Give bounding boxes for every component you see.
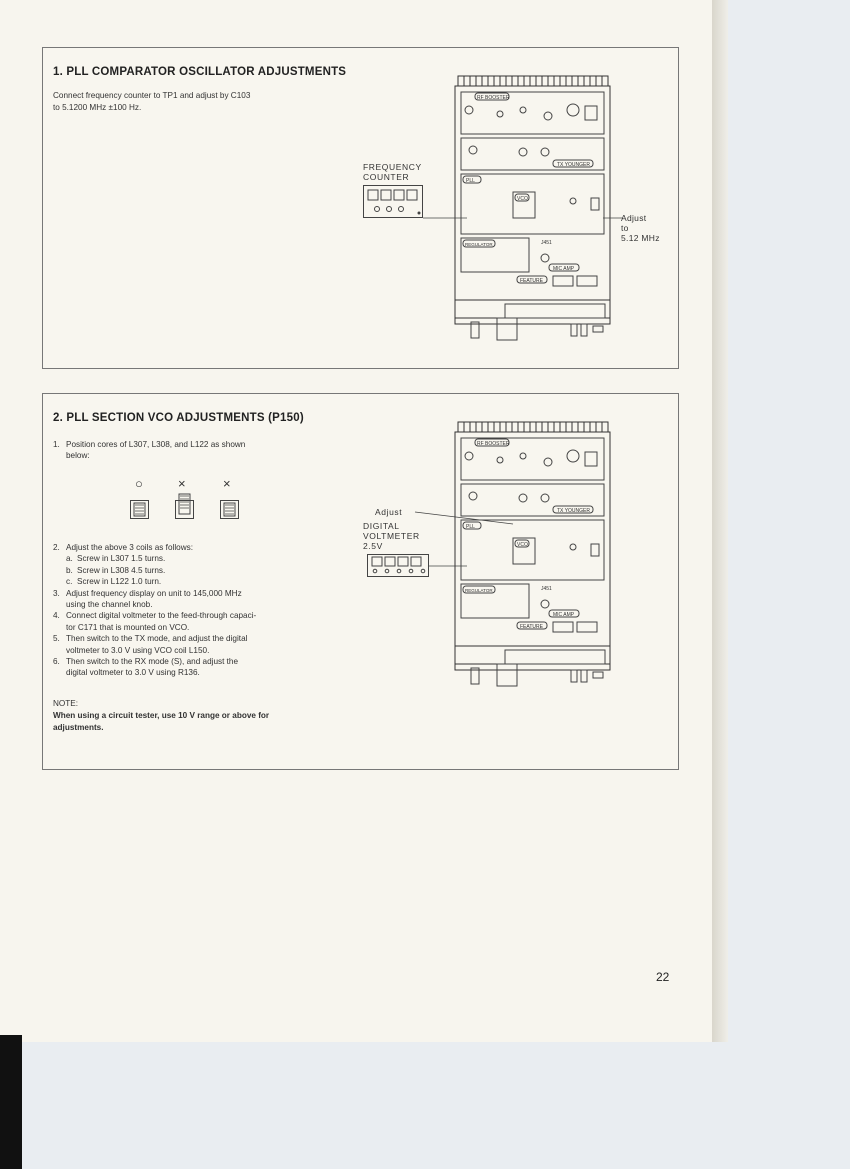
- section-title: 1. PLL COMPARATOR OSCILLATOR ADJUSTMENTS: [53, 66, 347, 78]
- transceiver-board-diagram: RF BOOSTER TX YOUNGER PLL VCO REGULATOR …: [454, 75, 623, 341]
- step-3: 3. Adjust frequency display on unit to 1…: [53, 588, 338, 611]
- body-line: Connect frequency counter to TP1 and adj…: [53, 91, 251, 100]
- transceiver-board-diagram: RF BOOSTER TX YOUNGER PLL VCO REGULATOR …: [454, 421, 611, 687]
- step-line: Connect digital voltmeter to the feed-th…: [66, 611, 257, 621]
- digital-voltmeter-label: DIGITAL VOLTMETER 2.5V: [363, 521, 420, 551]
- sub-key: a.: [66, 554, 73, 564]
- mic-amp-label: MIC AMP: [553, 266, 575, 272]
- label-line: Adjust: [621, 213, 647, 223]
- step-line: Adjust the above 3 coils as follows:: [66, 543, 193, 552]
- step-line: using the channel knob.: [66, 600, 153, 610]
- body-line: to 5.1200 MHz ±100 Hz.: [53, 103, 142, 112]
- note-line: adjustments.: [53, 723, 104, 732]
- step-number: 2.: [53, 543, 60, 552]
- coil-positions: ○ × ×: [130, 476, 270, 536]
- page-edge-shadow: [712, 0, 728, 1042]
- sub-text: Screw in L307 1.5 turns.: [77, 554, 166, 564]
- section-pll-vco: 2. PLL SECTION VCO ADJUSTMENTS (P150) 1.…: [42, 393, 679, 770]
- step-list-2: 2. Adjust the above 3 coils as follows: …: [53, 542, 338, 679]
- label-line: DIGITAL: [363, 521, 400, 531]
- step-line: Position cores of L307, L308, and L122 a…: [66, 440, 246, 449]
- j451-label: J451: [541, 586, 552, 592]
- label-line: VOLTMETER: [363, 531, 420, 541]
- label-line: 2.5V: [363, 541, 383, 551]
- tx-younger-label: TX YOUNGER: [557, 508, 590, 514]
- step-number: 1.: [53, 440, 60, 449]
- note-title: NOTE:: [53, 699, 79, 708]
- label-line: to: [621, 223, 629, 233]
- feature-label: FEATURE: [520, 278, 544, 284]
- coil-l307-symbol: ○: [135, 476, 143, 491]
- label-line: FREQUENCY: [363, 162, 422, 172]
- step-line: voltmeter to 3.0 V using VCO coil L150.: [66, 645, 210, 655]
- sub-key: c.: [66, 577, 73, 587]
- vco-label: VCO: [517, 542, 528, 548]
- mic-amp-label: MIC AMP: [553, 612, 575, 618]
- step-4: 4. Connect digital voltmeter to the feed…: [53, 610, 338, 633]
- step-line: Then switch to the RX mode (S), and adju…: [66, 657, 239, 667]
- feature-label: FEATURE: [520, 624, 544, 630]
- step-1: 1. Position cores of L307, L308, and L12…: [53, 439, 338, 462]
- section-body: Connect frequency counter to TP1 and adj…: [53, 90, 250, 114]
- step-line: tor C171 that is mounted on VCO.: [66, 622, 190, 632]
- coil-l122-symbol: ×: [223, 476, 231, 491]
- step-number: 4.: [53, 611, 60, 621]
- leader-line-counter: [423, 217, 467, 219]
- step-5: 5. Then switch to the TX mode, and adjus…: [53, 633, 338, 656]
- frequency-counter-icon: [363, 185, 423, 218]
- adjust-label: Adjust: [375, 507, 403, 517]
- pll-label: PLL: [466, 178, 475, 184]
- step-number: 5.: [53, 634, 60, 644]
- section-title: 2. PLL SECTION VCO ADJUSTMENTS (P150): [53, 412, 304, 424]
- sub-text: Screw in L122 1.0 turn.: [77, 577, 162, 587]
- regulator-label: REGULATOR: [465, 588, 493, 593]
- note-line: When using a circuit tester, use 10 V ra…: [53, 711, 270, 720]
- sub-step-b: b. Screw in L308 4.5 turns.: [66, 565, 338, 576]
- sub-step-c: c. Screw in L122 1.0 turn.: [66, 576, 338, 587]
- step-6: 6. Then switch to the RX mode (S), and a…: [53, 656, 338, 679]
- label-line: COUNTER: [363, 172, 410, 182]
- step-2: 2. Adjust the above 3 coils as follows: …: [53, 542, 338, 588]
- adjust-frequency-label: Adjust to 5.12 MHz: [621, 213, 660, 243]
- sub-step-a: a. Screw in L307 1.5 turns.: [66, 553, 338, 564]
- digital-voltmeter-icon: [367, 554, 429, 577]
- sub-text: Screw in L308 4.5 turns.: [77, 565, 166, 575]
- vco-label: VCO: [517, 196, 528, 202]
- step-list-1: 1. Position cores of L307, L308, and L12…: [53, 439, 338, 462]
- pll-label: PLL: [466, 524, 475, 530]
- dark-edge-strip: [0, 1035, 22, 1169]
- rf-booster-label: RF BOOSTER: [477, 95, 510, 101]
- coil-core-icons: [130, 493, 239, 519]
- note: NOTE: When using a circuit tester, use 1…: [53, 698, 353, 734]
- frequency-counter-label: FREQUENCY COUNTER: [363, 162, 422, 182]
- step-number: 3.: [53, 588, 60, 598]
- label-line: 5.12 MHz: [621, 233, 660, 243]
- section-pll-comparator: 1. PLL COMPARATOR OSCILLATOR ADJUSTMENTS…: [42, 47, 679, 369]
- step-line: Then switch to the TX mode, and adjust t…: [66, 634, 248, 644]
- step-line: digital voltmeter to 3.0 V using R136.: [66, 668, 200, 678]
- j451-label: J451: [541, 240, 552, 246]
- regulator-label: REGULATOR: [465, 242, 493, 247]
- step-number: 6.: [53, 657, 60, 667]
- sub-key: b.: [66, 565, 73, 575]
- page-number: 22: [656, 970, 670, 984]
- tx-younger-label: TX YOUNGER: [557, 162, 590, 168]
- rf-booster-label: RF BOOSTER: [477, 441, 510, 447]
- step-line: below:: [66, 451, 90, 461]
- coil-l308-symbol: ×: [178, 476, 186, 491]
- step-line: Adjust frequency display on unit to 145,…: [66, 588, 242, 598]
